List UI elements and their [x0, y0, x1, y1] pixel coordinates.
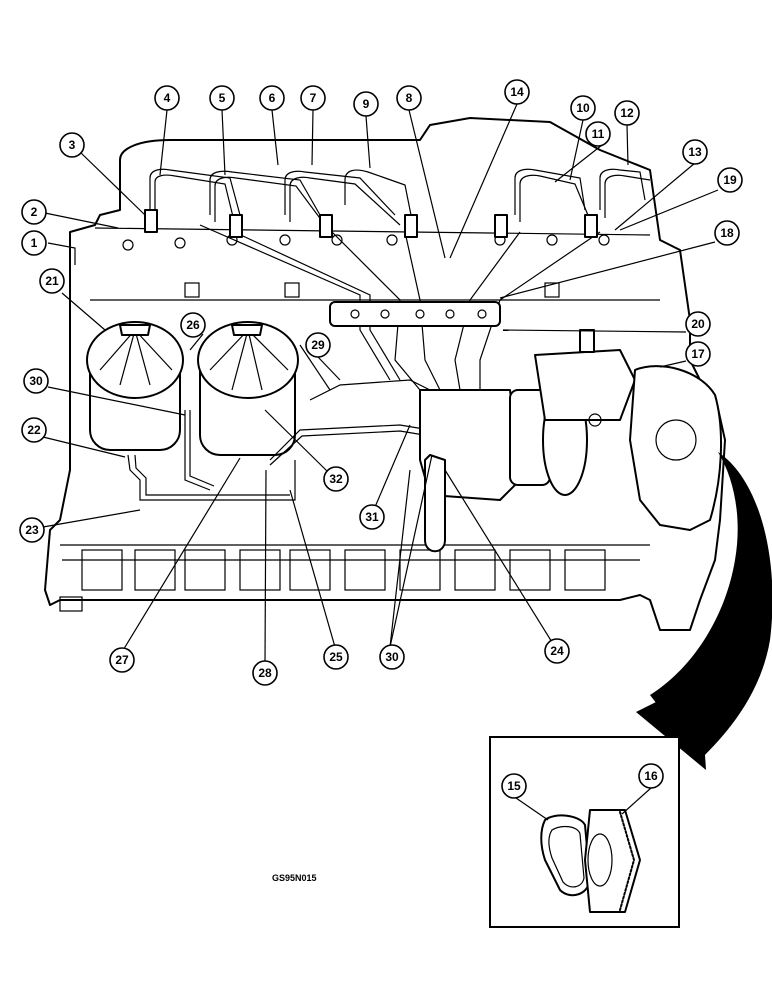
callout-30-bottom-label: 30	[385, 650, 399, 664]
line-clamp-bar	[329, 301, 501, 327]
callout-6-label: 6	[269, 91, 276, 105]
injection-pump	[419, 329, 636, 553]
callout-21-label: 21	[45, 274, 59, 288]
callout-6: 6	[259, 85, 285, 111]
callout-3: 3	[59, 132, 85, 158]
detail-inset	[489, 736, 680, 928]
callout-20-label: 20	[691, 317, 705, 331]
callout-30-bottom: 30	[379, 644, 405, 670]
callout-8-label: 8	[406, 91, 413, 105]
callout-10: 10	[570, 95, 596, 121]
callout-30-left: 30	[23, 368, 49, 394]
callout-12: 12	[614, 100, 640, 126]
callout-14-label: 14	[510, 85, 524, 99]
callout-15: 15	[501, 773, 527, 799]
callout-15-label: 15	[507, 779, 521, 793]
callout-17: 17	[685, 341, 711, 367]
callout-8: 8	[396, 85, 422, 111]
fuel-pipes	[127, 344, 431, 501]
callout-3-label: 3	[69, 138, 76, 152]
callout-11-label: 11	[592, 127, 605, 141]
callout-23-label: 23	[25, 523, 39, 537]
callout-20: 20	[685, 311, 711, 337]
detail-arrow-head	[636, 680, 706, 770]
callout-24-label: 24	[550, 644, 564, 658]
callout-13: 13	[682, 139, 708, 165]
callout-16: 16	[638, 763, 664, 789]
callout-31: 31	[359, 504, 385, 530]
leader-lines	[42, 103, 719, 821]
callout-18-label: 18	[720, 226, 734, 240]
callout-22: 22	[21, 417, 47, 443]
callout-19-label: 19	[723, 173, 737, 187]
gear	[584, 809, 641, 913]
injectors	[144, 209, 598, 238]
callout-7-label: 7	[310, 91, 317, 105]
callout-17-label: 17	[691, 347, 705, 361]
callout-27: 27	[109, 647, 135, 673]
callout-25-label: 25	[329, 650, 343, 664]
callout-16-label: 16	[644, 769, 658, 783]
callout-28-label: 28	[258, 666, 272, 680]
figure-code: GS95N015	[272, 873, 317, 883]
callout-12-label: 12	[620, 106, 634, 120]
callout-4: 4	[154, 85, 180, 111]
callout-13-label: 13	[688, 145, 702, 159]
callout-28: 28	[252, 660, 278, 686]
callout-5: 5	[209, 85, 235, 111]
callout-32: 32	[323, 466, 349, 492]
callout-29: 29	[305, 332, 331, 358]
fuel-filters	[86, 321, 299, 456]
injector-lines	[149, 168, 651, 391]
callout-26-label: 26	[186, 318, 200, 332]
callout-22-label: 22	[27, 423, 41, 437]
callout-29-label: 29	[311, 338, 325, 352]
callout-21: 21	[39, 268, 65, 294]
callout-24: 24	[544, 638, 570, 664]
callout-2-label: 2	[31, 205, 38, 219]
callout-7: 7	[300, 85, 326, 111]
gear-housing-cover	[629, 365, 723, 531]
callout-32-label: 32	[329, 472, 343, 486]
callout-30-left-label: 30	[29, 374, 43, 388]
callout-1: 1	[21, 230, 47, 256]
callout-9-label: 9	[363, 97, 370, 111]
callout-14: 14	[504, 79, 530, 105]
callout-11: 11	[585, 121, 611, 147]
callout-23: 23	[19, 517, 45, 543]
detail-arrow	[650, 452, 772, 760]
callout-2: 2	[21, 199, 47, 225]
callout-18: 18	[714, 220, 740, 246]
callout-27-label: 27	[115, 653, 129, 667]
callout-9: 9	[353, 91, 379, 117]
callout-1-label: 1	[31, 236, 38, 250]
callout-25: 25	[323, 644, 349, 670]
gasket	[540, 814, 591, 897]
callout-31-label: 31	[365, 510, 379, 524]
callout-5-label: 5	[219, 91, 226, 105]
callout-19: 19	[717, 167, 743, 193]
callout-26: 26	[180, 312, 206, 338]
engine-block	[44, 117, 726, 631]
callout-10-label: 10	[576, 101, 590, 115]
callout-4-label: 4	[164, 91, 171, 105]
